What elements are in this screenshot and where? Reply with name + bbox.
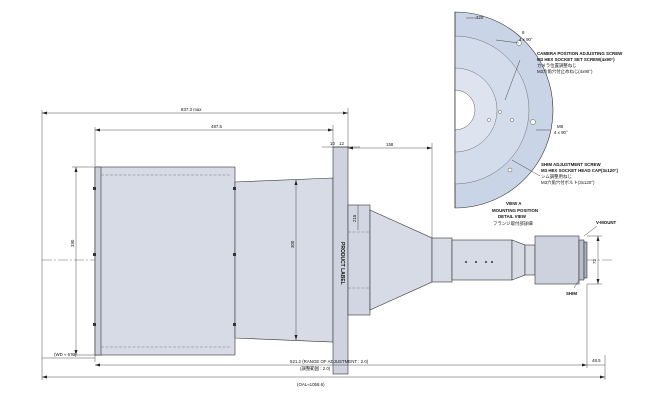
camera-screw-jp-spec: M3六角穴付止めねじ(4x90°) bbox=[537, 68, 593, 75]
hole-a-pattern: 4 x 90° bbox=[519, 37, 533, 42]
dim-overall-top: 837.3 max bbox=[181, 107, 202, 112]
hole-b-size: M8 bbox=[557, 124, 564, 129]
detail-view-label: DETAIL VIEW bbox=[498, 214, 527, 219]
dim-wd-left: (WD ≈ 670) bbox=[54, 352, 77, 357]
shim-screw-spec: M3 HEX SOCKET HEAD CAP(3x120°) bbox=[541, 168, 618, 173]
product-label: PRODUCT LABEL bbox=[339, 242, 345, 285]
view-a-label: VIEW A bbox=[506, 201, 522, 206]
shim-screw-jp-spec: M3六角穴付ボルト(3x120°) bbox=[541, 179, 595, 186]
dim-circle-top: 320 bbox=[476, 15, 484, 20]
detail-view-a bbox=[454, 11, 554, 209]
shim-screw-title: SHIM ADJUSTMENT SCREW bbox=[541, 162, 601, 167]
dim-diameter-small: 215 bbox=[352, 214, 357, 222]
taper-cone bbox=[234, 177, 334, 343]
lens-body bbox=[94, 146, 588, 375]
mount-section bbox=[534, 235, 580, 285]
dim-range-line2: (調整範囲 : 2.0) bbox=[300, 365, 331, 372]
main-cylinder bbox=[94, 166, 236, 356]
dim-flange-b: 12 bbox=[339, 141, 344, 146]
dim-front-section: 158 bbox=[386, 142, 394, 147]
dim-lens-body: 487.5 bbox=[211, 124, 223, 129]
hole-b-pattern: 4 x 90° bbox=[554, 130, 568, 135]
shim-label: SHIM bbox=[566, 291, 577, 296]
mounting-position-jp: フランジ取付部詳細 bbox=[493, 220, 533, 227]
camera-screw-jp: カメラ位置調整ねじ bbox=[537, 62, 577, 69]
dim-range-line1: 521.2 (RANGE OF ADJUSTMENT : 2.0) bbox=[290, 359, 369, 364]
v-mount-label: V-MOUNT bbox=[596, 220, 617, 225]
camera-screw-spec: M3 HEX SOCKET SET SCREW(4x90°) bbox=[537, 57, 615, 62]
shim-screw-jp: シム調整用ねじ bbox=[541, 173, 572, 180]
dim-diameter-mid: 300 bbox=[290, 240, 295, 248]
dim-diameter-mount: 72 bbox=[592, 259, 597, 264]
dim-shim-bottom: 48.5 bbox=[592, 358, 601, 363]
narrow-barrel bbox=[431, 237, 453, 283]
dim-flange-a: 10 bbox=[330, 141, 335, 146]
hole-a-size: 8 bbox=[522, 30, 525, 35]
dim-overall-bottom: (OAL≈1058.6) bbox=[297, 382, 325, 387]
camera-screw-title: CAMERA POSITION ADJUSTING SCREW bbox=[537, 51, 623, 56]
neck-cone bbox=[369, 209, 433, 311]
mounting-position-label: MOUNTING POSITION bbox=[492, 208, 538, 213]
dim-diameter-front: 390 bbox=[70, 239, 75, 247]
